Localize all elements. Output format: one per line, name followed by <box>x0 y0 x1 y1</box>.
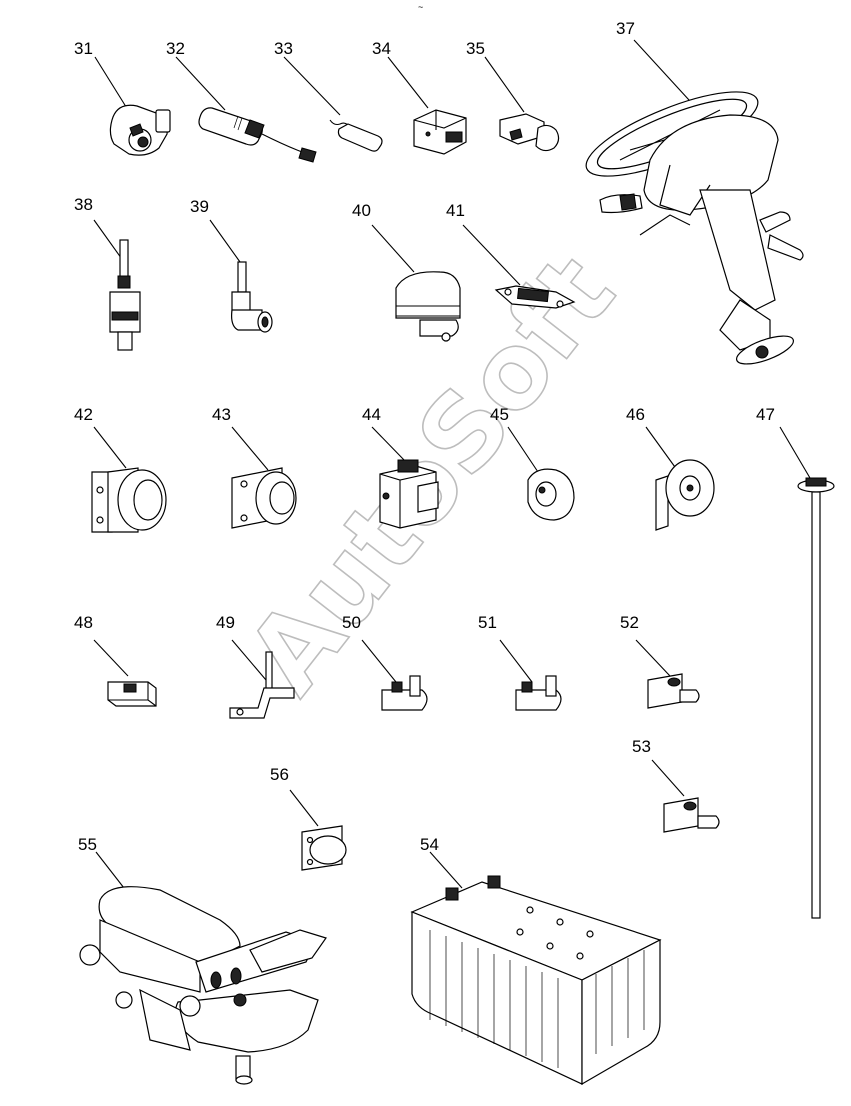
label-35: 35 <box>466 39 485 58</box>
label-44: 44 <box>362 405 381 424</box>
part-33-probe[interactable] <box>283 56 383 152</box>
label-38: 38 <box>74 195 93 214</box>
label-46: 46 <box>626 405 645 424</box>
part-47-level-sender[interactable] <box>779 426 835 919</box>
part-52-banjo-fitting[interactable] <box>635 639 700 709</box>
part-34-relay[interactable] <box>387 56 467 155</box>
label-53: 53 <box>632 737 651 756</box>
label-51: 51 <box>478 613 497 632</box>
label-34: 34 <box>372 39 391 58</box>
part-54-battery[interactable] <box>410 851 662 1086</box>
part-45-horn[interactable] <box>507 426 575 521</box>
part-53-banjo-fitting[interactable] <box>651 759 720 833</box>
part-31-sensor[interactable] <box>94 56 171 156</box>
part-56-buzzer[interactable] <box>289 789 347 871</box>
header-mark: ~ <box>418 2 423 12</box>
label-49: 49 <box>216 613 235 632</box>
part-labels: 31 32 33 34 35 37 38 39 40 41 42 43 44 4… <box>74 19 775 854</box>
label-37: 37 <box>616 19 635 38</box>
part-40-cover[interactable] <box>371 224 461 342</box>
label-55: 55 <box>78 835 97 854</box>
label-32: 32 <box>166 39 185 58</box>
label-47: 47 <box>756 405 775 424</box>
label-31: 31 <box>74 39 93 58</box>
label-54: 54 <box>420 835 439 854</box>
label-41: 41 <box>446 201 465 220</box>
part-32-sensor-cable[interactable] <box>175 56 317 163</box>
part-48-block[interactable] <box>93 639 157 707</box>
label-56: 56 <box>270 765 289 784</box>
part-49-bracket[interactable] <box>229 639 295 719</box>
label-50: 50 <box>342 613 361 632</box>
label-42: 42 <box>74 405 93 424</box>
part-37-steering-column[interactable] <box>577 39 804 370</box>
part-42-buzzer[interactable] <box>91 426 167 533</box>
part-41-fuse[interactable] <box>462 224 576 309</box>
label-43: 43 <box>212 405 231 424</box>
part-44-relay[interactable] <box>371 426 439 529</box>
label-40: 40 <box>352 201 371 220</box>
part-50-sensor[interactable] <box>361 639 428 711</box>
label-39: 39 <box>190 197 209 216</box>
label-52: 52 <box>620 613 639 632</box>
label-45: 45 <box>490 405 509 424</box>
part-43-buzzer[interactable] <box>231 426 297 529</box>
label-48: 48 <box>74 613 93 632</box>
part-35-switch[interactable] <box>484 56 560 152</box>
label-33: 33 <box>274 39 293 58</box>
part-38-pressure-sensor[interactable] <box>93 219 141 351</box>
part-46-horn[interactable] <box>645 426 715 531</box>
part-55-armrest-controls[interactable] <box>79 851 327 1085</box>
part-39-angle-connector[interactable] <box>209 219 273 333</box>
part-51-sensor[interactable] <box>499 639 562 711</box>
